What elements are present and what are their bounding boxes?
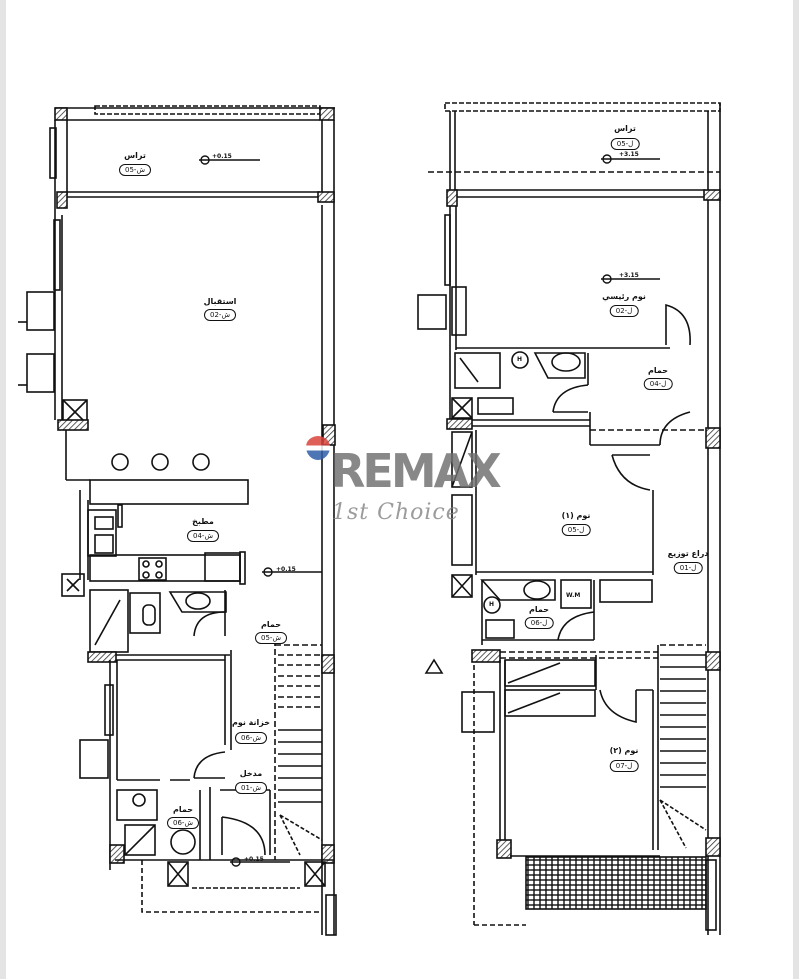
room-label-distribution-hall: دراع توزيع <box>667 549 709 558</box>
room-label-entrance: مدخل <box>239 769 263 778</box>
room-code-entrance: 01-ش <box>235 782 267 794</box>
room-label-reception: استقبال <box>203 297 237 306</box>
room-label-terrace-first: تراس <box>614 124 636 133</box>
room-code-terrace-ground: 05-ش <box>119 164 151 176</box>
room-code-bathroom-2-ground: 06-ش <box>167 817 199 829</box>
room-code-bedroom-1: 05-ل <box>561 524 591 536</box>
remax-balloon-logo-icon <box>306 436 330 460</box>
room-code-bedroom-ground: 06-ش <box>235 732 267 744</box>
room-label-bedroom-ground: خزانة نوم <box>231 718 271 727</box>
room-code-bathroom-ground: 05-ش <box>255 632 287 644</box>
room-label-kitchen: مطبخ <box>192 517 214 526</box>
room-label-bathroom-first: حمام <box>648 366 668 375</box>
room-label-bathroom-2-ground: حمام <box>173 805 193 814</box>
room-code-distribution-hall: 01-ل <box>673 562 703 574</box>
room-label-bedroom-1: نوم (١) <box>561 511 591 520</box>
heater-label: H <box>517 356 523 363</box>
room-label-bathroom-2-first: حمام <box>529 605 549 614</box>
watermark-tagline: 1st Choice <box>332 500 460 525</box>
level-marker: +0.15 <box>244 856 264 863</box>
room-code-bathroom-2-first: 06-ل <box>524 617 554 629</box>
room-code-terrace-first: 05-ل <box>610 138 640 150</box>
room-label-terrace-ground: تراس <box>124 151 146 160</box>
heater-label: H <box>489 601 495 608</box>
room-code-master-bedroom: 02-ل <box>609 305 639 317</box>
room-label-bedroom-2: نوم (٢) <box>609 746 639 755</box>
room-code-bathroom-first: 04-ل <box>643 378 673 390</box>
room-code-bedroom-2: 07-ل <box>609 760 639 772</box>
level-marker: +0.15 <box>212 153 232 160</box>
room-label-bathroom-ground: حمام <box>261 620 281 629</box>
room-code-reception: 02-ش <box>204 309 236 321</box>
room-code-kitchen: 04-ش <box>187 530 219 542</box>
level-marker: +0.15 <box>276 566 296 573</box>
level-marker: +3.15 <box>619 151 639 158</box>
watermark-brand: REMAX <box>330 444 502 498</box>
room-label-master-bedroom: نوم رئيسي <box>602 292 646 301</box>
level-marker: +3.15 <box>619 272 639 279</box>
washing-machine-label: W.M <box>566 592 581 599</box>
